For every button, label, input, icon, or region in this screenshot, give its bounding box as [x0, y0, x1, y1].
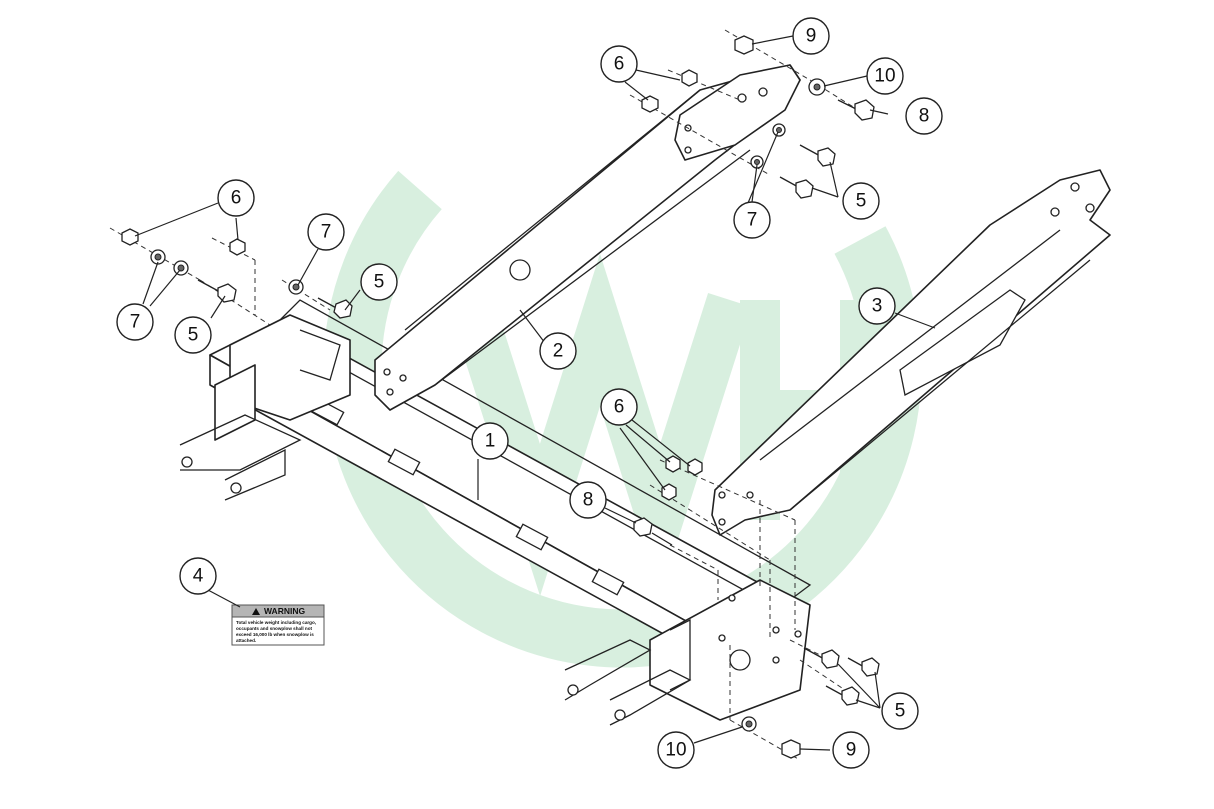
callout-label: 8 [919, 106, 930, 127]
hex-nut-icon [661, 483, 677, 501]
decal-line: attached. [236, 638, 256, 643]
callout-4: 4 [179, 557, 217, 595]
leader-lines [134, 35, 936, 751]
callout-6: 6 [600, 45, 638, 83]
bolt-icon [633, 517, 673, 546]
callout-label: 9 [846, 740, 857, 761]
callout-label: 7 [321, 222, 332, 243]
warning-triangle-icon [252, 608, 260, 615]
callout-5: 5 [360, 263, 398, 301]
callout-label: 4 [193, 566, 204, 587]
callout-label: 10 [874, 66, 895, 87]
decal-title: WARNING [264, 606, 305, 616]
callout-label: 5 [856, 191, 867, 212]
hex-nut-icon [687, 458, 703, 476]
callout-3: 3 [858, 287, 896, 325]
right-push-arm [711, 169, 1111, 536]
hex-nut-icon [781, 739, 801, 759]
hardware [121, 35, 880, 759]
warning-decal: WARNING Total vehicle weight including c… [231, 604, 325, 646]
callout-9: 9 [832, 731, 870, 769]
hex-nut-icon [229, 238, 246, 256]
hex-nut-icon [641, 95, 659, 113]
callout-1: 1 [471, 422, 509, 460]
callout-5: 5 [174, 316, 212, 354]
callout-label: 1 [485, 431, 496, 452]
callout-10: 10 [866, 57, 904, 95]
bolt-icon [197, 279, 237, 303]
callout-label: 6 [614, 54, 625, 75]
callout-label: 2 [553, 341, 564, 362]
callout-label: 8 [583, 490, 594, 511]
callout-6: 6 [217, 179, 255, 217]
callout-8: 8 [569, 481, 607, 519]
hex-nut-icon [734, 35, 754, 55]
hex-nut-icon [665, 455, 681, 473]
hex-nut-icon [121, 228, 139, 246]
callout-5: 5 [881, 692, 919, 730]
callout-label: 5 [188, 325, 199, 346]
bolt-icon [803, 647, 840, 669]
callout-7: 7 [733, 201, 771, 239]
callout-label: 7 [130, 312, 141, 333]
callout-label: 5 [374, 272, 385, 293]
callout-label: 10 [665, 740, 686, 761]
callout-label: 5 [895, 701, 906, 722]
callout-10: 10 [657, 731, 695, 769]
bolt-icon [847, 657, 880, 677]
callout-label: 9 [806, 26, 817, 47]
bolt-icon [799, 144, 836, 167]
bolt-icon [837, 99, 875, 121]
callout-7: 7 [116, 303, 154, 341]
decal-line: Total vehicle weight including cargo, [236, 620, 316, 625]
callout-label: 3 [872, 296, 883, 317]
bolt-icon [317, 297, 353, 319]
callout-label: 6 [614, 397, 625, 418]
bolt-icon [779, 176, 814, 199]
hex-nut-icon [681, 69, 698, 87]
callout-2: 2 [539, 332, 577, 370]
callout-7: 7 [307, 213, 345, 251]
decal-line: exceed 16,000 lb when snowplow is [236, 632, 314, 637]
callout-label: 7 [747, 210, 758, 231]
callout-8: 8 [905, 97, 943, 135]
left-push-arm [374, 64, 801, 411]
callout-9: 9 [792, 17, 830, 55]
callout-5: 5 [842, 182, 880, 220]
callout-6: 6 [600, 388, 638, 426]
main-frame-tube [179, 299, 812, 726]
callout-label: 6 [231, 188, 242, 209]
bolt-icon [825, 685, 860, 706]
decal-line: occupants and snowplow shall not [236, 626, 313, 631]
